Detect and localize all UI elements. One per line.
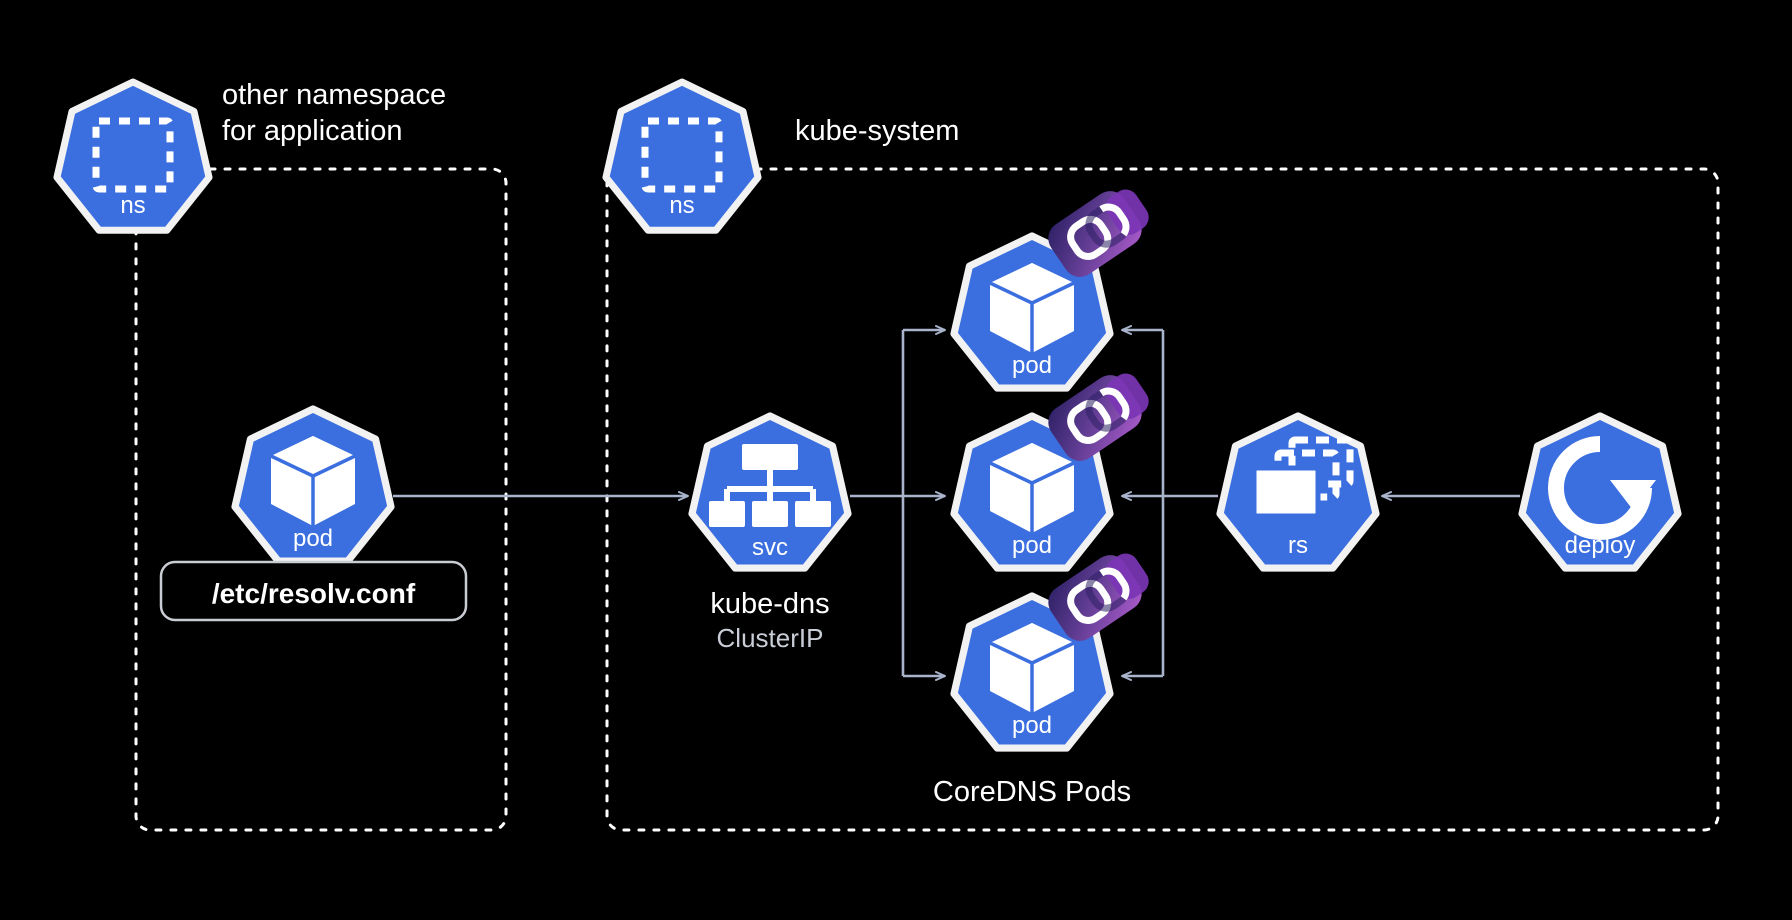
node-deployment[interactable]: deploy [1518,412,1682,572]
node-label-rs: rs [1288,532,1308,559]
pod-cube-icon [989,623,1075,713]
node-label-ns-kube-system: ns [669,192,694,219]
service-tree-icon [709,444,831,527]
node-ns-kube-system[interactable]: ns [602,78,762,234]
pod-cube-icon [270,436,356,526]
badge-link-pod-3[interactable] [1042,542,1158,648]
link-icon [1067,387,1130,444]
namespace-icon [641,117,723,193]
link-icon [1067,567,1130,624]
node-ns-app[interactable]: ns [53,78,213,234]
node-pod-app[interactable]: pod [231,405,395,565]
pod-cube-icon [989,443,1075,533]
connector-layer [393,325,1520,681]
node-label-svc: svc [752,534,788,561]
node-svc-kube-dns[interactable]: svc [688,412,852,572]
deployment-refresh-icon [1548,436,1656,540]
badge-link-pod-2[interactable] [1042,362,1158,468]
namespace-icon [92,117,174,193]
pod-cube-icon [989,263,1075,353]
node-label-pod-coredns-3: pod [1012,712,1052,739]
badge-link-pod-1[interactable] [1042,178,1158,284]
link-icon [1067,203,1130,260]
node-replicaset[interactable]: rs [1216,412,1380,572]
node-label-ns-app: ns [120,192,145,219]
resolv-conf-box[interactable] [159,560,468,622]
replicaset-stack-icon [1251,436,1354,519]
node-label-pod-coredns-2: pod [1012,532,1052,559]
boundary-ns-kube-system [605,167,1720,832]
node-label-deploy: deploy [1565,532,1636,559]
node-label-pod-coredns-1: pod [1012,352,1052,379]
boundary-ns-app [134,167,508,832]
node-label-pod-app: pod [293,525,333,552]
